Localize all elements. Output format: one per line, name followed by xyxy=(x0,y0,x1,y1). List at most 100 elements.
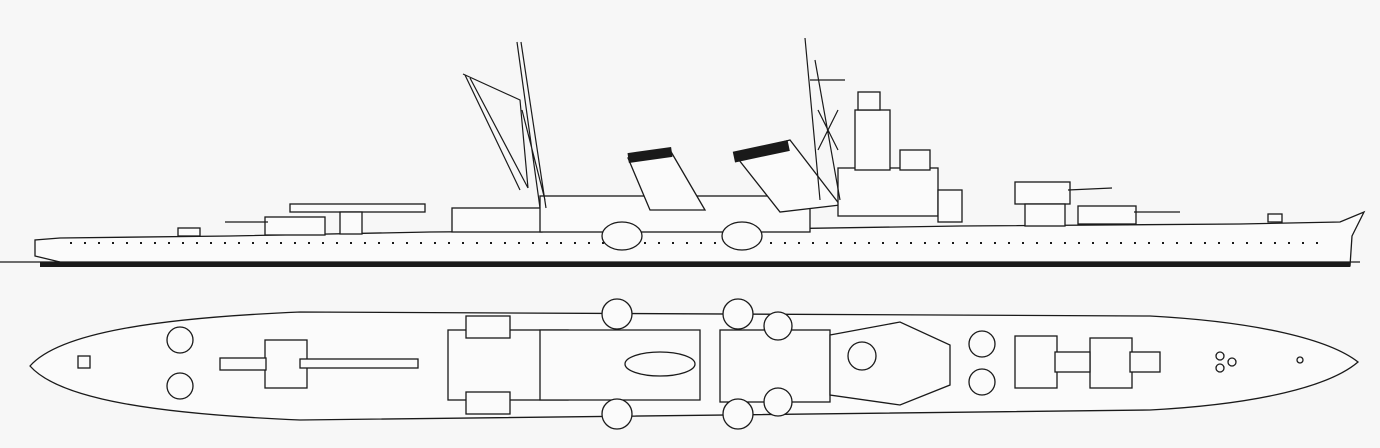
forward-barbette-2 xyxy=(1024,203,1066,227)
porthole xyxy=(280,242,282,244)
porthole xyxy=(938,242,940,244)
porthole xyxy=(1246,242,1248,244)
porthole xyxy=(266,242,268,244)
porthole xyxy=(196,242,198,244)
porthole xyxy=(420,242,422,244)
gun-h xyxy=(968,368,996,396)
porthole xyxy=(770,242,772,244)
rangefinder xyxy=(857,91,881,111)
porthole xyxy=(112,242,114,244)
foremast xyxy=(804,37,845,201)
porthole xyxy=(700,242,702,244)
gun-a xyxy=(601,298,633,330)
porthole xyxy=(168,242,170,244)
forward-turret-2 xyxy=(1014,181,1071,205)
bridge-base xyxy=(837,167,939,217)
gun-f xyxy=(763,387,793,417)
aircraft-deck xyxy=(289,203,426,213)
aft-gun-port xyxy=(166,326,194,354)
gun-b xyxy=(601,398,633,430)
bow-fitting xyxy=(1267,213,1283,223)
porthole xyxy=(1134,242,1136,244)
porthole xyxy=(924,242,926,244)
porthole xyxy=(532,242,534,244)
porthole xyxy=(1050,242,1052,244)
profile-view xyxy=(0,37,1366,267)
porthole xyxy=(588,242,590,244)
porthole xyxy=(1064,242,1066,244)
boot-topping xyxy=(40,262,1350,267)
porthole xyxy=(504,242,506,244)
porthole xyxy=(868,242,870,244)
porthole xyxy=(686,242,688,244)
bridge-upper xyxy=(854,109,891,171)
porthole xyxy=(364,242,366,244)
porthole xyxy=(714,242,716,244)
porthole xyxy=(1316,242,1318,244)
porthole xyxy=(840,242,842,244)
aft-gun-starboard xyxy=(166,372,194,400)
bow-fitting-4 xyxy=(1296,356,1304,364)
porthole xyxy=(966,242,968,244)
porthole xyxy=(1120,242,1122,244)
porthole xyxy=(644,242,646,244)
porthole xyxy=(1106,242,1108,244)
porthole xyxy=(1288,242,1290,244)
bow-fitting-2 xyxy=(1227,357,1237,367)
aft-gun-mount xyxy=(177,227,201,237)
porthole xyxy=(672,242,674,244)
porthole xyxy=(140,242,142,244)
forward-block xyxy=(937,189,963,223)
forward-turret-1-barrels-plan xyxy=(1129,351,1161,373)
porthole xyxy=(434,242,436,244)
plan-view xyxy=(29,298,1360,430)
funnel-aft-cap xyxy=(627,146,673,164)
porthole xyxy=(896,242,898,244)
porthole xyxy=(1008,242,1010,244)
bridge-director xyxy=(847,341,877,371)
forward-turret-1 xyxy=(1077,205,1137,225)
funnel-aft-plan xyxy=(624,351,696,377)
porthole xyxy=(980,242,982,244)
porthole xyxy=(952,242,954,244)
porthole xyxy=(1078,242,1080,244)
gun-g xyxy=(968,330,996,358)
portholes xyxy=(70,242,1318,244)
porthole xyxy=(882,242,884,244)
porthole xyxy=(308,242,310,244)
porthole xyxy=(798,242,800,244)
mainmast xyxy=(516,41,547,209)
porthole xyxy=(1260,242,1262,244)
torpedo-bulge-2 xyxy=(721,221,763,251)
porthole xyxy=(826,242,828,244)
bow-fitting-3 xyxy=(1215,363,1225,373)
porthole xyxy=(546,242,548,244)
porthole xyxy=(154,242,156,244)
porthole xyxy=(1148,242,1150,244)
porthole xyxy=(1092,242,1094,244)
porthole xyxy=(784,242,786,244)
porthole xyxy=(1036,242,1038,244)
porthole xyxy=(182,242,184,244)
catapult-plan xyxy=(299,358,419,369)
porthole xyxy=(490,242,492,244)
forward-turret-barrels-plan xyxy=(1054,351,1091,373)
forward-turret-2-barrels xyxy=(1067,187,1113,191)
porthole xyxy=(392,242,394,244)
aircraft-deck-support xyxy=(339,211,363,235)
porthole xyxy=(224,242,226,244)
porthole xyxy=(406,242,408,244)
porthole xyxy=(252,242,254,244)
porthole xyxy=(476,242,478,244)
bow-fitting-1 xyxy=(1215,351,1225,361)
porthole xyxy=(70,242,72,244)
porthole xyxy=(1274,242,1276,244)
porthole xyxy=(574,242,576,244)
porthole xyxy=(518,242,520,244)
aft-turret-barrels-plan xyxy=(219,357,267,371)
porthole xyxy=(1176,242,1178,244)
aft-turret xyxy=(264,216,326,236)
porthole xyxy=(1204,242,1206,244)
gun-e xyxy=(763,311,793,341)
porthole xyxy=(448,242,450,244)
